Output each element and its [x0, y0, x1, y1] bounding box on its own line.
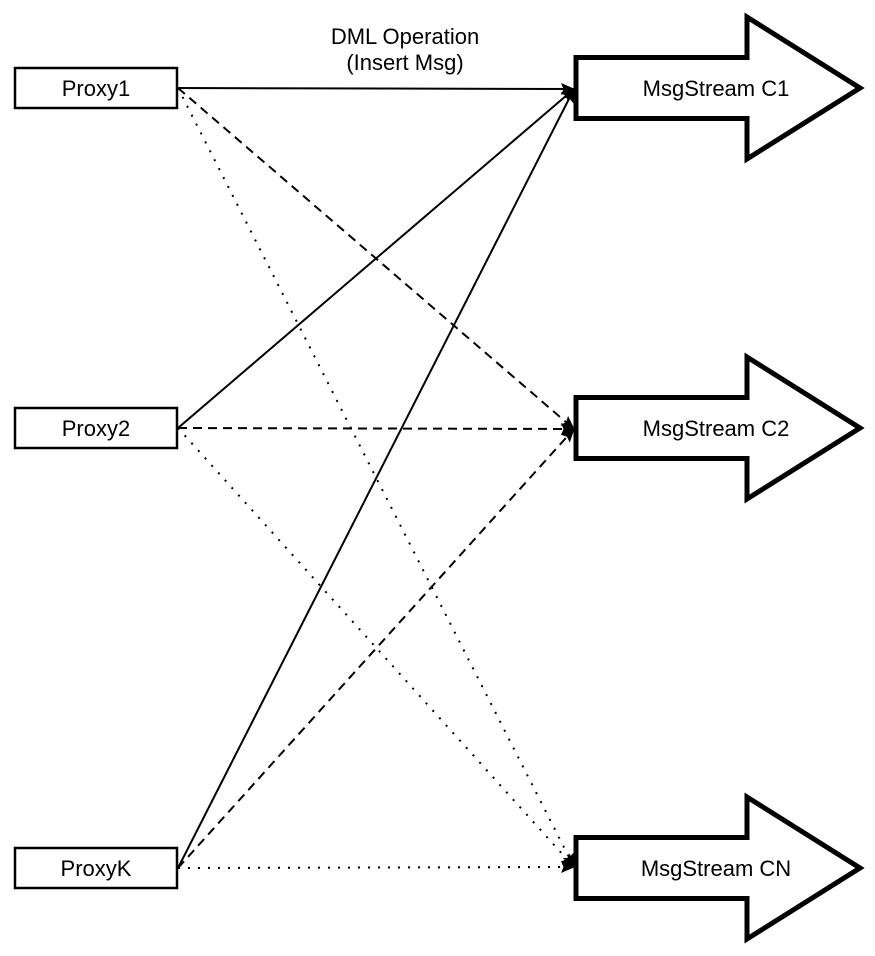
connection-proxyk-c1	[177, 88, 575, 869]
stream-arrow-cn: MsgStream CN	[573, 792, 865, 944]
proxy1-label: Proxy1	[62, 76, 130, 101]
proxyk-box	[13, 846, 179, 890]
proxy-node-k: ProxyK	[13, 846, 179, 890]
proxy1-box	[13, 66, 179, 110]
stream-c1-shape	[573, 12, 865, 164]
stream-cn-shape	[573, 792, 865, 944]
connection-proxy2-c1	[177, 88, 575, 429]
stream-c2-shape	[573, 352, 865, 504]
stream-c1-label: MsgStream C1	[643, 76, 790, 101]
connection-proxy2-c2	[177, 422, 575, 435]
connection-proxy1-c1	[177, 82, 575, 95]
proxy-node-1: Proxy1	[13, 66, 179, 110]
connection-lines	[177, 82, 575, 874]
proxy-node-2: Proxy2	[13, 406, 179, 450]
annotation-line2: (Insert Msg)	[346, 50, 463, 75]
proxy2-label: Proxy2	[62, 416, 130, 441]
annotation-line1: DML Operation	[331, 24, 479, 49]
proxy2-box	[13, 406, 179, 450]
annotation-dml-operation: DML Operation (Insert Msg)	[331, 24, 479, 75]
connection-proxyk-c2	[177, 428, 575, 869]
connection-proxyk-cn	[177, 861, 575, 874]
stream-c2-label: MsgStream C2	[643, 416, 790, 441]
stream-arrow-c2: MsgStream C2	[573, 352, 865, 504]
stream-arrow-c1: MsgStream C1	[573, 12, 865, 164]
proxyk-label: ProxyK	[61, 856, 132, 881]
stream-cn-label: MsgStream CN	[641, 856, 791, 881]
